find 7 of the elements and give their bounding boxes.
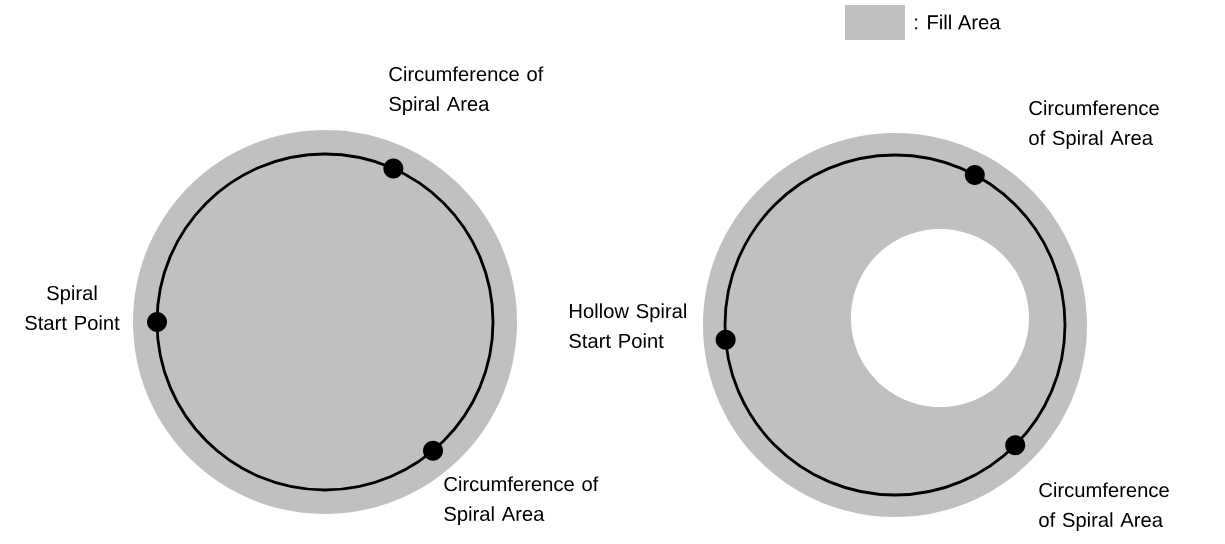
callout-label: Spiral Start Point — [25, 285, 120, 331]
callout-label: Circumference of Spiral Area — [1029, 100, 1159, 150]
callout-label: Hollow Spiral Start Point — [569, 303, 686, 349]
callout-label: Circumference of Spiral Area — [389, 66, 544, 116]
callout-label: Circumference of Spiral Area — [444, 476, 599, 526]
callout-label: Circumference of Spiral Area — [1039, 482, 1169, 532]
legend-label: : Fill Area — [915, 14, 1001, 30]
